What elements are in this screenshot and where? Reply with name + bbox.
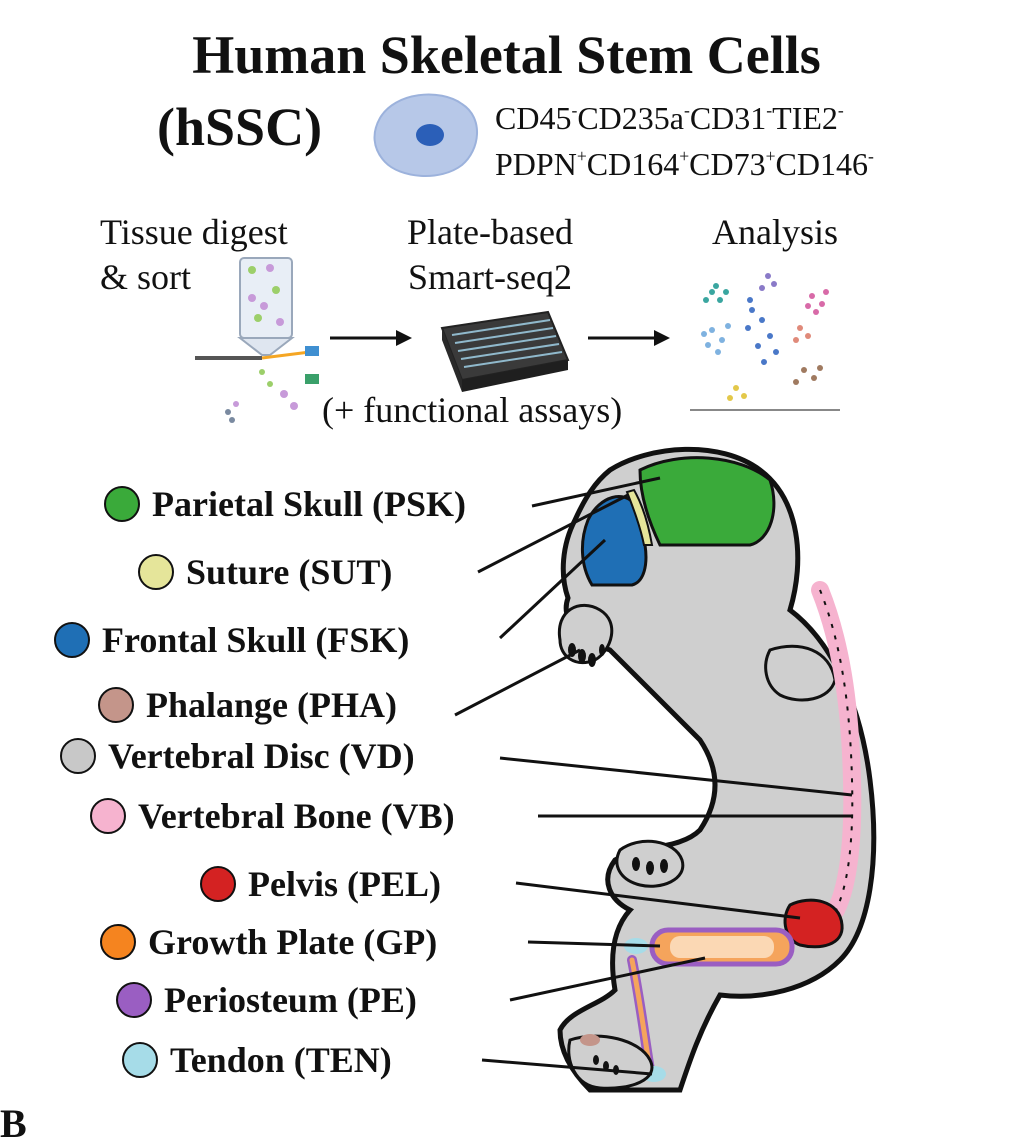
tissue-text-pe: Periosteum (PE) [164,980,417,1020]
well-plate-icon [440,310,570,392]
step-smartseq-line1: Plate-based [407,212,573,252]
line2-marker-sign: + [679,146,690,166]
tissue-label-sut: Suture (SUT) [138,554,392,590]
line1-marker-sign: - [837,100,844,120]
tissue-text-pel: Pelvis (PEL) [248,864,441,904]
tissue-text-gp: Growth Plate (GP) [148,922,438,962]
tissue-label-pe: Periosteum (PE) [116,982,417,1018]
fetus-illustration [557,446,877,1093]
tissue-text-vd: Vertebral Disc (VD) [108,736,415,776]
line2-marker-sign: - [867,146,874,166]
tissue-text-vb: Vertebral Bone (VB) [138,796,455,836]
tissue-text-fsk: Frontal Skull (FSK) [102,620,410,660]
line1-marker-tie2: TIE2- [772,100,844,137]
tissue-label-pha: Phalange (PHA) [98,687,397,723]
tissue-dot-pe [116,982,152,1018]
figure-subtitle: (hSSC) [157,97,323,157]
line2-marker-cd146: CD146- [775,146,874,183]
line2-marker-pdpn: PDPN+ [495,146,587,183]
tissue-dot-vd [60,738,96,774]
step-smartseq: Plate-based Smart-seq2 [380,210,600,300]
tissue-text-sut: Suture (SUT) [186,552,393,592]
tissue-dot-pha [98,687,134,723]
step-analysis: Analysis [690,210,860,255]
line2-marker-sign: + [765,146,776,166]
tissue-dot-psk [104,486,140,522]
step-tissue-digest: Tissue digest & sort [100,210,325,300]
line2-marker-cd164: CD164+ [586,146,690,183]
tissue-label-pel: Pelvis (PEL) [200,866,441,902]
tissue-dot-ten [122,1042,158,1078]
tissue-dot-fsk [54,622,90,658]
tissue-dot-sut [138,554,174,590]
functional-assays-note: (+ functional assays) [322,390,623,430]
step-analysis-line1: Analysis [712,212,838,252]
line1-marker-cd235a: CD235a- [577,100,690,137]
tissue-dot-pel [200,866,236,902]
step-smartseq-line2: Smart-seq2 [408,257,572,297]
line2-marker-cd73: CD73+ [689,146,776,183]
line1-marker-sign: - [766,100,773,120]
line1-marker-cd31: CD31- [689,100,773,137]
tsne-plot-icon [690,273,840,411]
arrow-to-plate-icon [330,330,412,346]
tissue-label-fsk: Frontal Skull (FSK) [54,622,409,658]
line1-marker-sign: - [683,100,690,120]
tissue-label-ten: Tendon (TEN) [122,1042,392,1078]
figure-title: Human Skeletal Stem Cells [192,25,821,85]
tissue-dot-vb [90,798,126,834]
line1-marker-cd45: CD45- [495,100,578,137]
stem-cell-icon [373,93,478,177]
line2-marker-sign: + [576,146,587,166]
tissue-dot-gp [100,924,136,960]
markers-line-1: CD45-CD235a-CD31-TIE2- [495,100,844,137]
step-tissue-digest-line2: & sort [100,257,192,297]
step-tissue-digest-line1: Tissue digest [100,212,288,252]
tissue-text-pha: Phalange (PHA) [146,685,397,725]
line1-marker-sign: - [571,100,578,120]
leader-lines [454,476,853,1076]
tissue-label-psk: Parietal Skull (PSK) [104,486,466,522]
tissue-label-vd: Vertebral Disc (VD) [60,738,415,774]
markers-line-2: PDPN+CD164+CD73+CD146- [495,146,874,183]
tissue-text-psk: Parietal Skull (PSK) [152,484,466,524]
tissue-label-gp: Growth Plate (GP) [100,924,437,960]
tissue-label-vb: Vertebral Bone (VB) [90,798,455,834]
arrow-to-analysis-icon [588,330,670,346]
tissue-text-ten: Tendon (TEN) [170,1040,392,1080]
